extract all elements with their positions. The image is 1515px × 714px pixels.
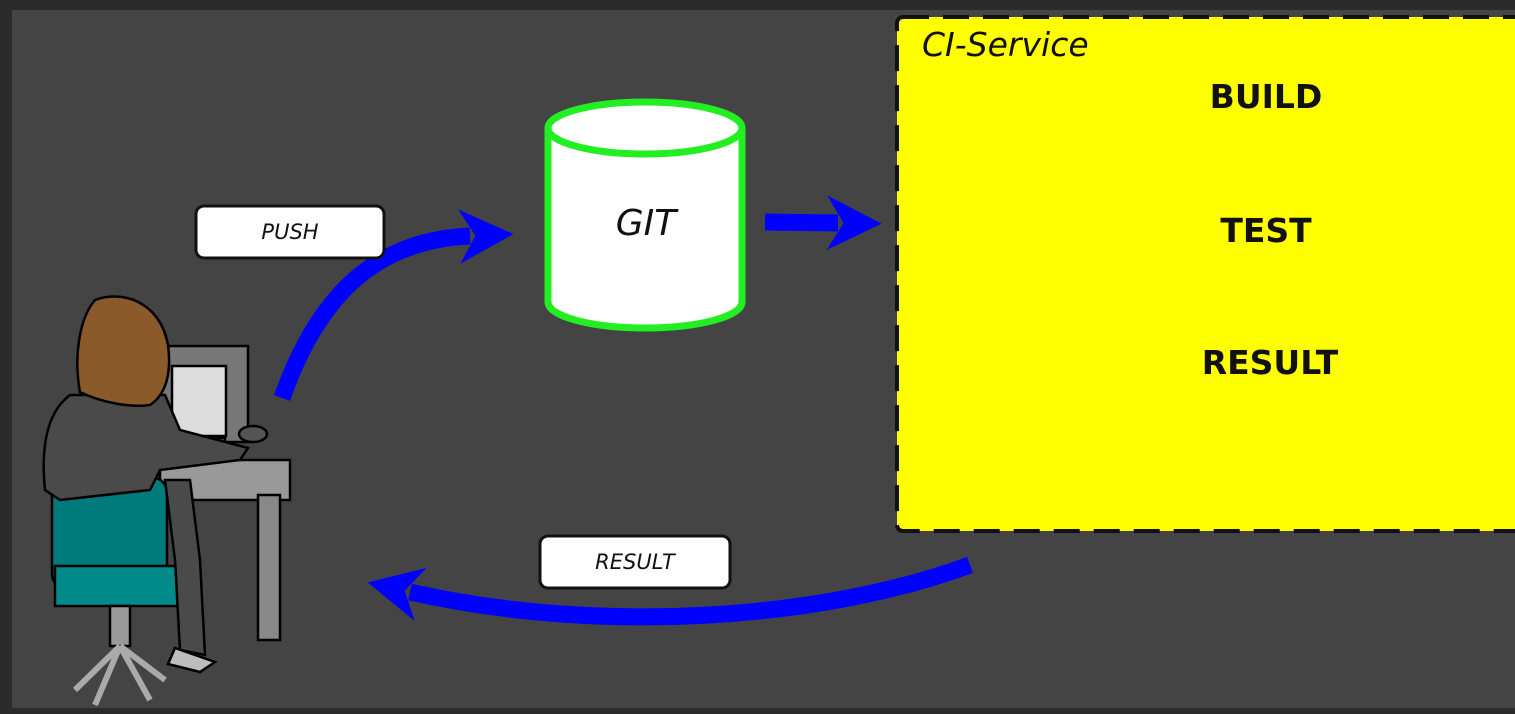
result-label: RESULT [595, 550, 677, 574]
ci-service-title: CI-Service [922, 25, 1089, 64]
ci-step-result: RESULT [1202, 343, 1339, 382]
push-label-box: PUSH [194, 204, 386, 260]
ci-service-box: CI-Service BUILD TEST RESULT [895, 15, 1515, 533]
git-to-ci-arrow [764, 195, 882, 251]
developer-at-computer-icon [42, 295, 292, 707]
result-label-box: RESULT [538, 534, 732, 590]
result-arrow [367, 557, 973, 626]
push-label: PUSH [261, 220, 318, 244]
ci-step-test: TEST [1220, 211, 1312, 250]
git-repository-icon: GIT [544, 98, 746, 332]
ci-step-build: BUILD [1210, 77, 1323, 116]
git-label: GIT [616, 203, 680, 244]
push-arrow [273, 209, 514, 401]
